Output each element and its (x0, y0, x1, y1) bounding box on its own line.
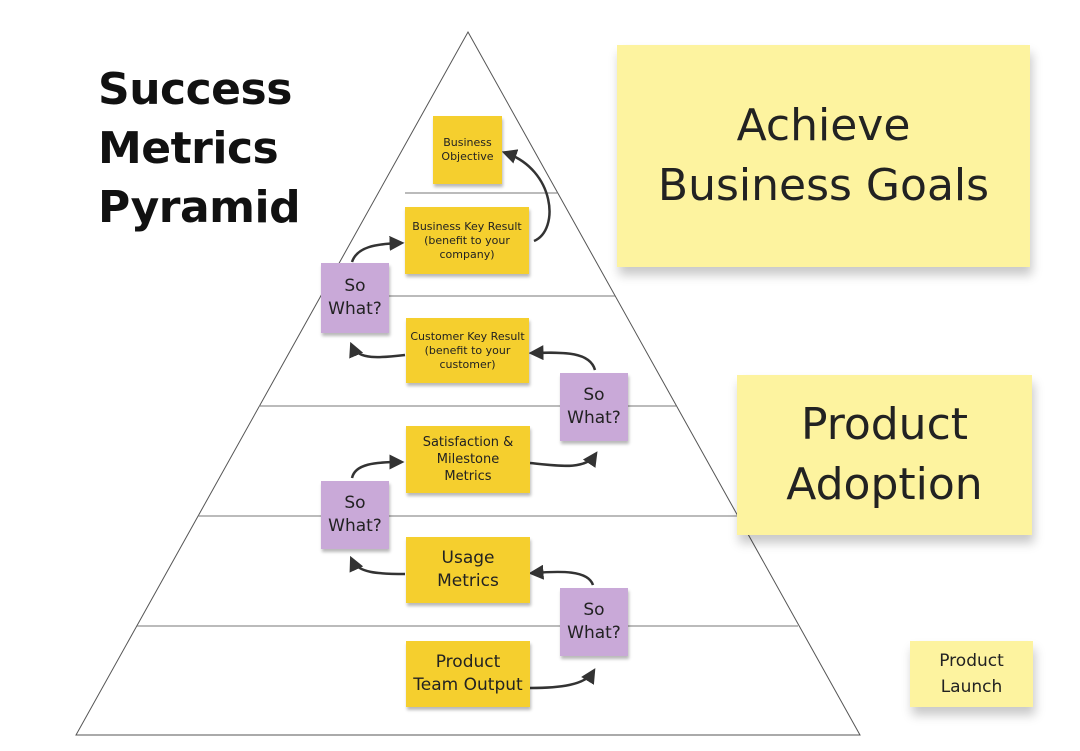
note-usage-metrics: Usage Metrics (406, 537, 530, 603)
note-product-adoption-text: Product Adoption (786, 399, 983, 510)
arrow-business-kr-to-objective (501, 149, 551, 243)
title-line-2: Metrics (98, 123, 279, 174)
so-what-note-4-text: So What? (567, 600, 621, 643)
note-product-launch: Product Launch (910, 641, 1033, 707)
note-business-key-result: Business Key Result (benefit to your com… (405, 207, 529, 274)
note-satisfaction-metrics-text: Satisfaction & Milestone Metrics (422, 435, 514, 484)
arrow-sowhat-to-satisfaction (350, 454, 405, 479)
arrow-customer-to-sowhat (349, 341, 406, 359)
arrow-output-to-sowhat (529, 668, 596, 690)
so-what-note-4: So What? (560, 588, 628, 656)
arrow-sowhat-to-usage (528, 564, 595, 586)
pyramid-triangle (75, 30, 861, 736)
note-business-objective: Business Objective (433, 116, 502, 184)
so-what-note-1: So What? (321, 263, 389, 333)
note-product-adoption: Product Adoption (737, 375, 1032, 535)
so-what-note-3: So What? (321, 481, 389, 549)
so-what-note-1-text: So What? (328, 276, 382, 319)
note-business-key-result-text: Business Key Result (benefit to your com… (412, 219, 522, 261)
arrow-usage-to-sowhat (349, 555, 406, 576)
arrow-satisfaction-to-sowhat (529, 451, 598, 468)
note-customer-key-result: Customer Key Result (benefit to your cus… (406, 318, 529, 383)
so-what-note-2-text: So What? (567, 385, 621, 428)
note-customer-key-result-text: Customer Key Result (benefit to your cus… (410, 329, 525, 371)
note-product-team-output-text: Product Team Output (413, 652, 523, 695)
title-line-3: Pyramid (98, 182, 301, 233)
note-product-team-output: Product Team Output (406, 641, 530, 707)
note-usage-metrics-text: Usage Metrics (437, 548, 499, 591)
arrow-sowhat-to-business-kr (350, 235, 405, 263)
note-satisfaction-metrics: Satisfaction & Milestone Metrics (406, 426, 530, 493)
note-product-launch-text: Product Launch (939, 651, 1004, 697)
note-business-objective-text: Business Objective (441, 136, 494, 163)
diagram-title: Success Metrics Pyramid (98, 60, 338, 237)
so-what-note-3-text: So What? (328, 493, 382, 536)
so-what-note-2: So What? (560, 373, 628, 441)
note-achieve-business-goals: Achieve Business Goals (617, 45, 1030, 267)
arrow-sowhat-to-customer (528, 345, 597, 371)
note-achieve-business-goals-text: Achieve Business Goals (657, 100, 990, 211)
title-line-1: Success (98, 64, 292, 115)
